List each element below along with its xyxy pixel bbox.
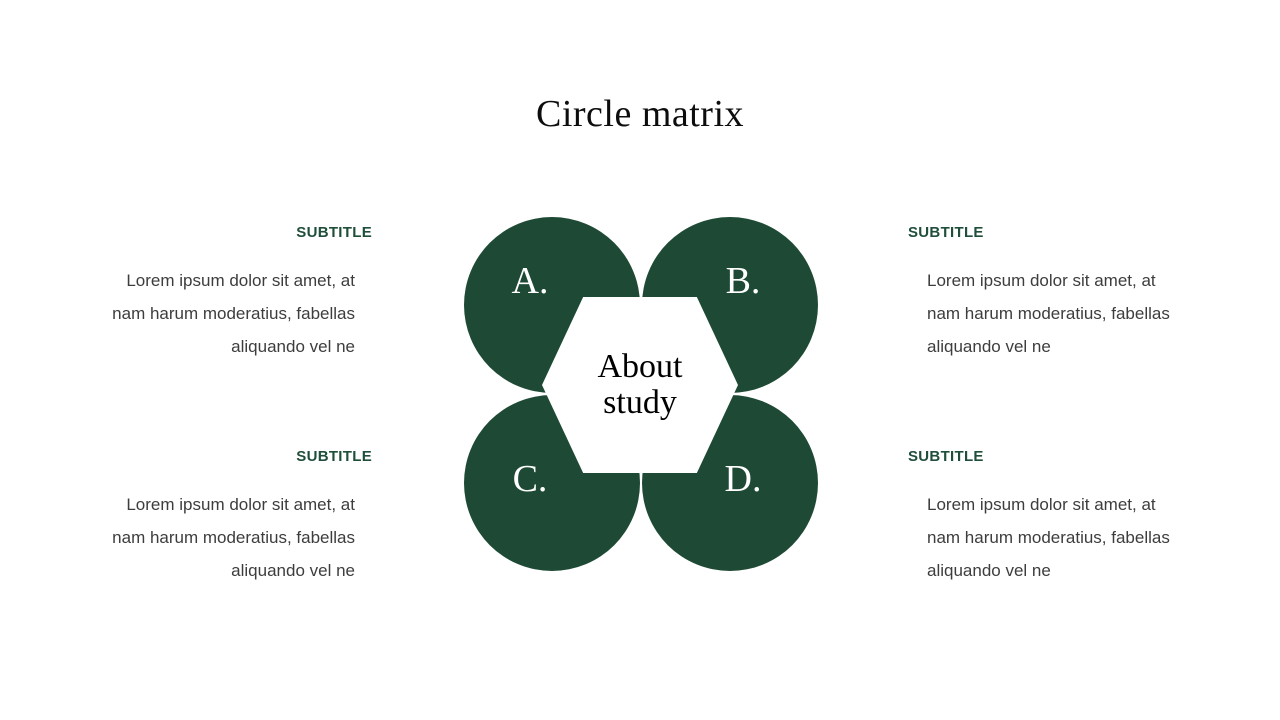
text-block-bottom-left: SUBTITLE Lorem ipsum dolor sit amet, at …	[72, 448, 372, 587]
text-block-bottom-right: SUBTITLE Lorem ipsum dolor sit amet, at …	[908, 448, 1208, 587]
body-line: nam harum moderatius, fabellas	[927, 304, 1170, 323]
subtitle-body: Lorem ipsum dolor sit amet, at nam harum…	[908, 264, 1208, 363]
subtitle-heading: SUBTITLE	[296, 224, 372, 241]
hexagon-label-line: study	[603, 384, 677, 421]
circle-d-label: D.	[724, 458, 762, 500]
body-line: Lorem ipsum dolor sit amet, at	[927, 495, 1156, 514]
hexagon-label-line: About	[597, 348, 683, 385]
circle-c-label: C.	[512, 458, 548, 500]
subtitle-body: Lorem ipsum dolor sit amet, at nam harum…	[72, 488, 372, 587]
body-line: nam harum moderatius, fabellas	[112, 304, 355, 323]
body-line: Lorem ipsum dolor sit amet, at	[126, 271, 355, 290]
body-line: Lorem ipsum dolor sit amet, at	[126, 495, 355, 514]
subtitle-heading: SUBTITLE	[296, 448, 372, 465]
body-line: nam harum moderatius, fabellas	[112, 528, 355, 547]
page-title: Circle matrix	[535, 93, 745, 135]
circle-b-label: B.	[725, 260, 761, 302]
body-line: aliquando vel ne	[231, 337, 355, 356]
body-line: Lorem ipsum dolor sit amet, at	[927, 271, 1156, 290]
body-line: nam harum moderatius, fabellas	[927, 528, 1170, 547]
body-line: aliquando vel ne	[231, 561, 355, 580]
subtitle-body: Lorem ipsum dolor sit amet, at nam harum…	[72, 264, 372, 363]
center-hexagon: About study	[542, 297, 738, 473]
circle-a-label: A.	[511, 260, 549, 302]
circle-c: C.	[464, 395, 640, 571]
body-line: aliquando vel ne	[927, 561, 1051, 580]
text-block-top-right: SUBTITLE Lorem ipsum dolor sit amet, at …	[908, 224, 1208, 363]
subtitle-heading: SUBTITLE	[908, 224, 984, 241]
subtitle-body: Lorem ipsum dolor sit amet, at nam harum…	[908, 488, 1208, 587]
text-block-top-left: SUBTITLE Lorem ipsum dolor sit amet, at …	[72, 224, 372, 363]
subtitle-heading: SUBTITLE	[908, 448, 984, 465]
body-line: aliquando vel ne	[927, 337, 1051, 356]
